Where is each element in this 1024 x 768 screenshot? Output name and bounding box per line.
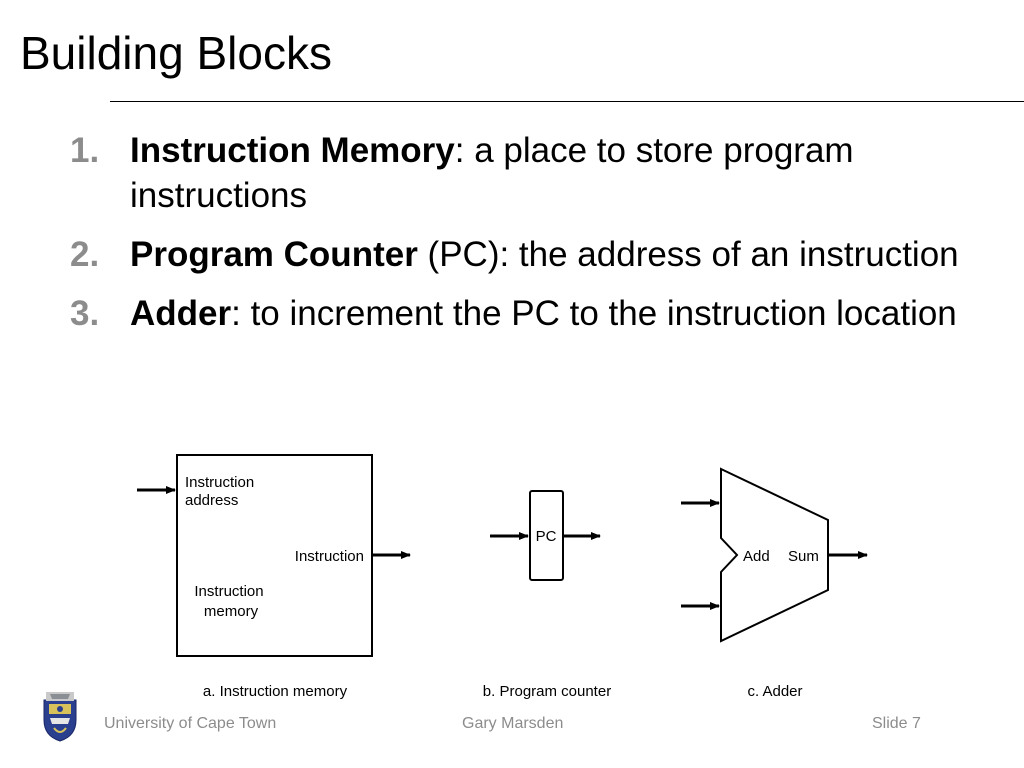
instruction-output-label: Instruction (295, 548, 364, 565)
instruction-memory-name-line2: memory (204, 603, 259, 620)
instruction-memory-name-line1: Instruction (194, 583, 263, 600)
footer-slide-number: Slide 7 (872, 715, 921, 732)
adder-shape (720, 467, 829, 643)
bullet-item-adder: 3. Adder: to increment the PC to the ins… (70, 291, 970, 336)
adder-sum-label: Sum (788, 548, 819, 565)
instruction-memory-block: Instruction address Instruction Instruct… (137, 454, 411, 657)
bullet-number: 3. (70, 294, 100, 333)
bullet-text: : to increment the PC to the instruction… (231, 294, 957, 333)
university-crest-logo (43, 692, 77, 742)
caption-program-counter: b. Program counter (483, 683, 611, 700)
program-counter-block: PC (490, 490, 601, 581)
pc-label: PC (536, 528, 557, 545)
bullet-item-program-counter: 2. Program Counter (PC): the address of … (70, 232, 970, 277)
footer-author: Gary Marsden (462, 715, 564, 732)
adder-add-label: Add (743, 548, 770, 565)
instruction-address-label-line1: Instruction (185, 474, 254, 491)
bullet-text: (PC): the address of an instruction (417, 235, 959, 274)
bullet-text: : a place to store program instructions (130, 131, 854, 215)
caption-instruction-memory: a. Instruction memory (203, 683, 348, 700)
bullet-term: Adder (130, 294, 232, 333)
instruction-memory-box (176, 454, 373, 657)
bullet-term: Instruction Memory (130, 131, 455, 170)
bullet-number: 1. (70, 131, 100, 170)
caption-adder: c. Adder (747, 683, 802, 700)
bullet-term: Program Counter (130, 235, 418, 274)
bullet-item-instruction-memory: 1. Instruction Memory: a place to store … (70, 128, 970, 218)
footer-institution: University of Cape Town (104, 715, 277, 732)
title-divider (110, 101, 1024, 102)
adder-block: Add Sum (681, 467, 868, 643)
bullet-number: 2. (70, 235, 100, 274)
instruction-address-label-line2: address (185, 492, 238, 509)
program-counter-box (529, 490, 564, 581)
slide-title: Building Blocks (20, 27, 332, 79)
bullet-list: 1. Instruction Memory: a place to store … (70, 128, 970, 350)
